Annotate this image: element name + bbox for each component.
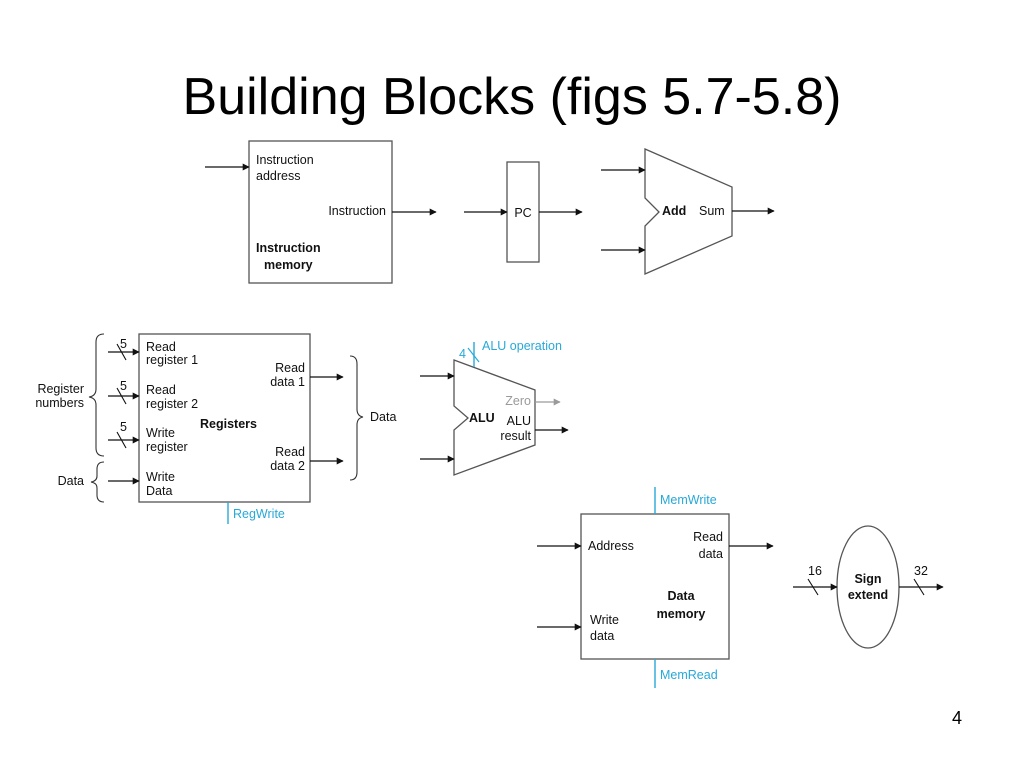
sign-extend-input-bus-slash xyxy=(807,578,819,596)
data-memory-write-data-label-2: data xyxy=(590,629,614,643)
registers-block xyxy=(138,333,311,503)
data-memory-address-label: Address xyxy=(588,539,634,553)
page-number: 4 xyxy=(951,708,962,728)
data-memory-block xyxy=(580,513,730,660)
read-register-1-label-1: Read xyxy=(146,340,176,354)
instruction-address-label-2: address xyxy=(256,169,300,183)
instruction-memory-block xyxy=(248,140,393,284)
instruction-address-label-1: Instruction xyxy=(256,153,314,167)
alu-result-label-1: ALU xyxy=(507,414,531,428)
alu-zero-label: Zero xyxy=(505,394,531,408)
register-numbers-label-1: Register xyxy=(37,382,84,396)
data-memory-name-1: Data xyxy=(667,589,695,603)
register-file: 5 5 5 RegWrite Read register 1 Read regi… xyxy=(35,333,396,524)
instruction-memory-name-1: Instruction xyxy=(256,241,321,255)
memread-label: MemRead xyxy=(660,668,718,682)
write-register-label-2: register xyxy=(146,440,188,454)
register-write-data-label-2: Data xyxy=(146,484,172,498)
data-memory-write-data-label-1: Write xyxy=(590,613,619,627)
read-register-1-label-2: register 1 xyxy=(146,353,198,367)
adder-sum-label: Sum xyxy=(699,204,725,218)
adder-name: Add xyxy=(662,204,686,218)
sign-extend-name-1: Sign xyxy=(854,572,881,586)
write-register-label-1: Write xyxy=(146,426,175,440)
slide-title: Building Blocks (figs 5.7-5.8) xyxy=(182,68,842,126)
pc-label: PC xyxy=(514,206,531,220)
sign-extend-output-width: 32 xyxy=(914,564,928,578)
read-register-1-bus-slash xyxy=(116,343,127,361)
read-register-1-bus-width: 5 xyxy=(120,337,127,351)
register-write-data-label-1: Write xyxy=(146,470,175,484)
read-register-2-bus-slash xyxy=(116,387,127,405)
read-register-2-bus-width: 5 xyxy=(120,379,127,393)
sign-extend-output-bus-slash xyxy=(913,578,925,596)
input-data-brace xyxy=(90,461,105,503)
alu-operation-label: ALU operation xyxy=(482,339,562,353)
regwrite-label: RegWrite xyxy=(233,507,285,521)
output-data-brace xyxy=(349,355,364,481)
register-numbers-label-2: numbers xyxy=(35,396,84,410)
output-data-label: Data xyxy=(370,410,396,424)
alu-result-label-2: result xyxy=(500,429,531,443)
data-memory-read-data-label-1: Read xyxy=(693,530,723,544)
alu-name: ALU xyxy=(469,411,495,425)
read-data-2-label-1: Read xyxy=(275,445,305,459)
data-memory: MemWrite MemRead Address Write data Read… xyxy=(537,487,774,688)
sign-extend-input-width: 16 xyxy=(808,564,822,578)
write-register-bus-width: 5 xyxy=(120,420,127,434)
sign-extend-block xyxy=(836,525,900,649)
alu-operation-width: 4 xyxy=(459,347,466,361)
sign-extend-name-2: extend xyxy=(848,588,888,602)
data-memory-read-data-label-2: data xyxy=(699,547,723,561)
read-data-1-label-1: Read xyxy=(275,361,305,375)
input-data-label: Data xyxy=(58,474,84,488)
read-register-2-label-1: Read xyxy=(146,383,176,397)
read-data-2-label-2: data 2 xyxy=(270,459,305,473)
data-memory-name-2: memory xyxy=(657,607,706,621)
adder: Add Sum xyxy=(601,148,775,275)
read-register-2-label-2: register 2 xyxy=(146,397,198,411)
read-data-1-label-2: data 1 xyxy=(270,375,305,389)
alu-operation-bus-slash xyxy=(467,347,480,363)
instruction-memory-name-2: memory xyxy=(264,258,313,272)
instruction-memory: Instruction address Instruction Instruct… xyxy=(205,140,437,284)
program-counter: PC xyxy=(464,161,583,263)
register-numbers-brace xyxy=(88,333,105,457)
write-register-bus-slash xyxy=(116,431,127,449)
instruction-output-label: Instruction xyxy=(328,204,386,218)
alu: 4 ALU operation ALU Zero ALU result xyxy=(420,339,569,476)
alu-block xyxy=(453,359,536,476)
memwrite-label: MemWrite xyxy=(660,493,717,507)
sign-extend: 16 32 Sign extend xyxy=(793,525,944,649)
registers-name: Registers xyxy=(200,417,257,431)
